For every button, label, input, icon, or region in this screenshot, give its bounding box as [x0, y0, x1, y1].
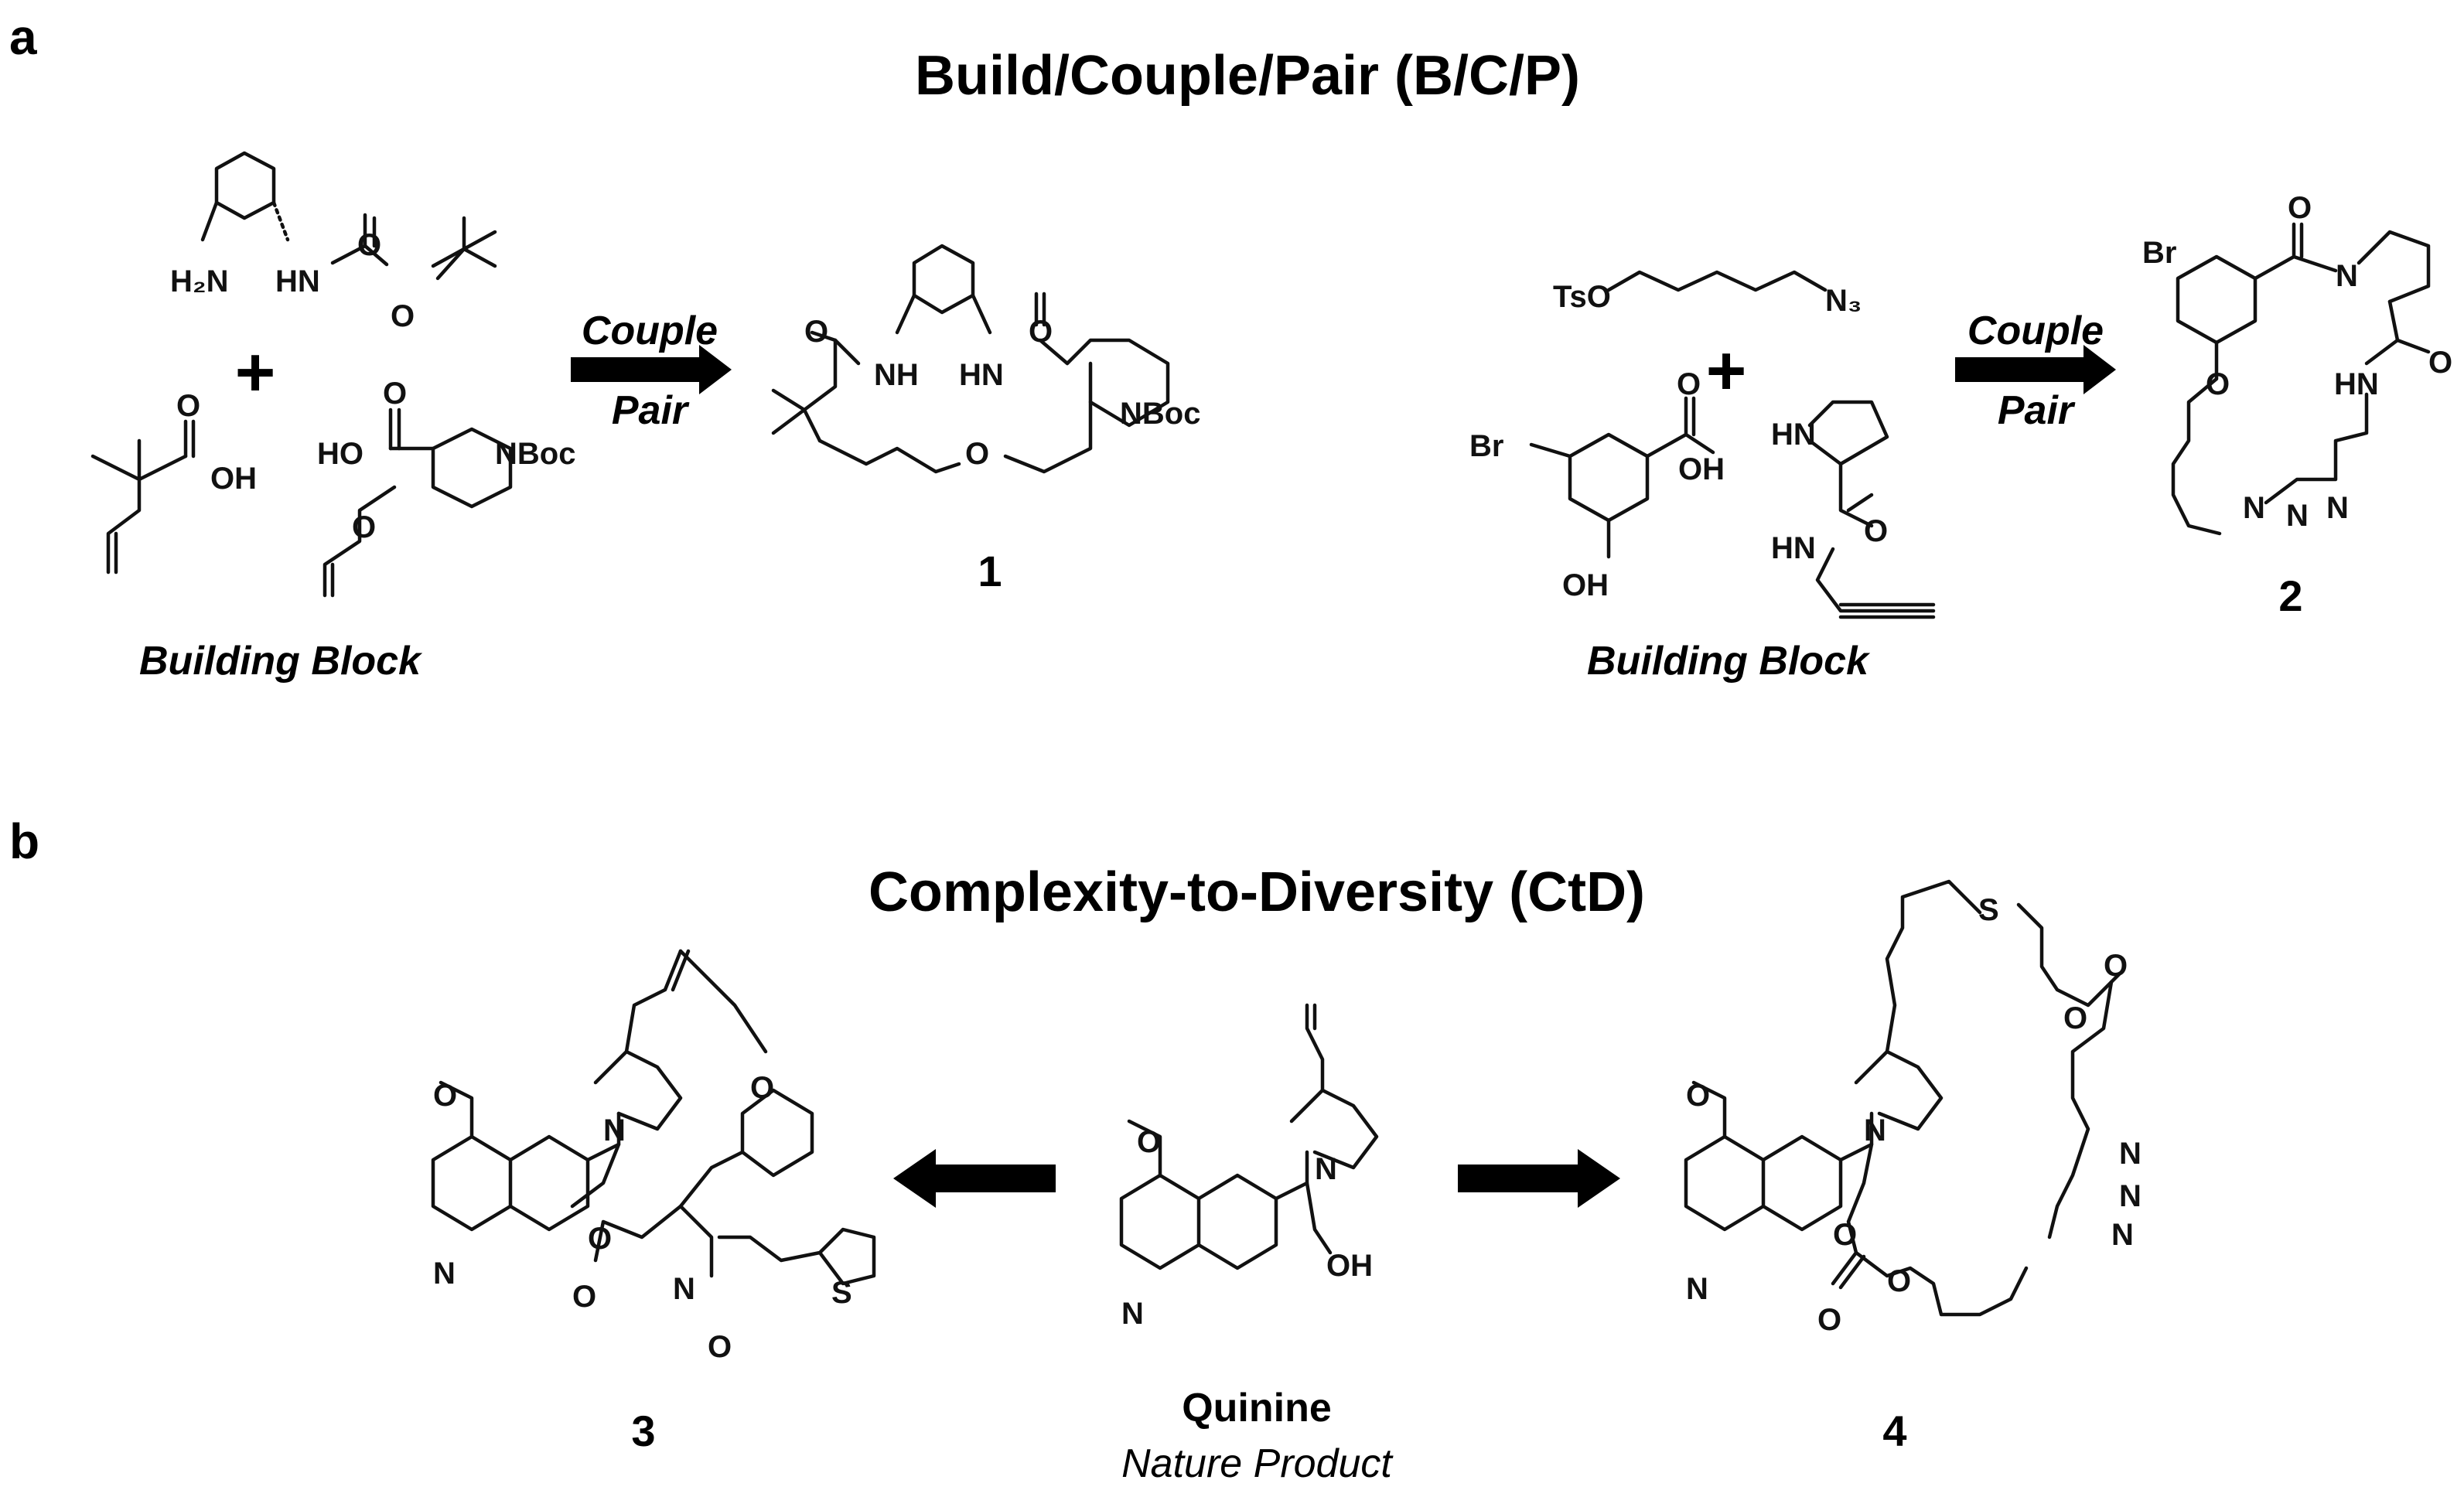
arrow-to-compound-4 [1458, 1149, 1620, 1208]
acid-oh-label: OH [210, 462, 257, 496]
product-1-ether-o: O [965, 437, 989, 471]
product-2-br: Br [2142, 236, 2176, 270]
amide-o-label: O [1864, 514, 1888, 548]
hn-label: HN [275, 264, 320, 298]
plus-sign-a-right: + [1706, 332, 1747, 410]
boc-cyclohexanediamine-structure: H₂N HN O O [170, 151, 497, 333]
cmpd3-quinoline-n: N [433, 1257, 456, 1291]
product-1-structure: O NH HN O NBoc O [771, 244, 1200, 474]
tso-label: TsO [1553, 280, 1611, 314]
cmpd4-sulfur: S [1978, 893, 1999, 927]
cmpd3-amide-n: N [673, 1272, 695, 1306]
quinine-methoxy-o: O [1137, 1125, 1161, 1159]
cmpd4-ester-o-lower: O [1833, 1218, 1857, 1252]
cmpd4-triazole-n3: N [2119, 1137, 2141, 1171]
product-1-o-right: O [1029, 315, 1053, 349]
amide-hn-label: HN [1771, 531, 1816, 565]
product-2-hn: HN [2334, 367, 2379, 401]
bromohydroxybenzoic-acid-structure: Br O OH OH [1469, 367, 1725, 602]
quinine-quinoline-n: N [1121, 1297, 1144, 1331]
cmpd4-furan-o: O [1887, 1264, 1911, 1298]
proline-hn-label: HN [1771, 418, 1816, 452]
compound-number-3: 3 [631, 1407, 655, 1455]
cmpd4-carbonyl-o-upper: O [2104, 949, 2128, 983]
acid-o-label: O [176, 389, 200, 423]
cmpd3-carbonyl-o: O [572, 1280, 596, 1314]
pip-nboc-label: NBoc [495, 437, 575, 471]
plus-sign-a-left: + [235, 334, 276, 411]
dimethylpentenoic-acid-structure: O OH [90, 389, 257, 575]
cmpd4-ester-o-upper: O [2063, 1001, 2087, 1035]
product-2-carbonyl-o: O [2288, 191, 2312, 225]
cmpd4-quinoline-n: N [1686, 1272, 1708, 1306]
cmpd3-quinuclidine-n: N [603, 1113, 626, 1147]
product-2-structure: Br O N O HN O N N N [2142, 191, 2452, 536]
compound-number-2: 2 [2278, 571, 2302, 620]
quinine-oh: OH [1326, 1249, 1373, 1283]
couple-label-right: Couple [1967, 309, 2104, 353]
panel-a-title: Build/Couple/Pair (B/C/P) [915, 45, 1580, 107]
pair-label-right: Pair [1998, 388, 2076, 433]
h2n-label: H₂N [170, 264, 229, 298]
ester-o-label: O [391, 299, 415, 333]
tosyl-azide-linker-structure: TsO N₃ [1553, 270, 1862, 318]
cmpd4-triazole-n2: N [2119, 1179, 2141, 1213]
product-2-amide-o: O [2428, 346, 2452, 380]
building-block-label-right: Building Block [1587, 639, 1871, 684]
phenol-oh-label: OH [1562, 568, 1609, 602]
compound-number-1: 1 [978, 547, 1002, 595]
compound-3-structure: O N N O O O N O S [431, 949, 876, 1364]
quinine-structure: O N N OH [1119, 1003, 1379, 1331]
product-2-triazole-n3: N [2326, 491, 2349, 525]
product-1-nh: NH [874, 358, 919, 392]
pip-acid-ho-label: HO [317, 437, 363, 471]
product-2-triazole-n1: N [2243, 491, 2265, 525]
benzoic-oh-label: OH [1678, 452, 1725, 486]
building-block-label-left: Building Block [139, 639, 423, 684]
compound-number-4: 4 [1882, 1407, 1906, 1455]
cmpd4-quinuclidine-n: N [1864, 1113, 1886, 1147]
natural-product-subtitle: Nature Product [1121, 1441, 1394, 1486]
carbonyl-o-label: O [357, 228, 381, 262]
product-2-triazole-n2: N [2286, 499, 2309, 533]
quinine-quinuclidine-n: N [1315, 1152, 1337, 1186]
cmpd3-methoxy-o: O [433, 1079, 457, 1113]
product-1-hn: HN [959, 358, 1004, 392]
allyl-ether-o-label: O [352, 510, 376, 544]
prolinamide-alkyne-structure: HN O HN [1771, 400, 1936, 619]
benzoic-o-label: O [1677, 367, 1701, 401]
panel-b-letter: b [9, 813, 39, 869]
cmpd4-methoxy-o: O [1686, 1079, 1710, 1113]
boc-piperidine-acid-structure: O HO NBoc O [317, 377, 575, 598]
product-1-o-left: O [804, 315, 828, 349]
reaction-arrow-a-right [1955, 345, 2116, 394]
natural-product-name: Quinine [1182, 1386, 1332, 1431]
panel-a-letter: a [9, 9, 37, 65]
cmpd4-triazole-n1: N [2111, 1218, 2134, 1252]
product-2-n: N [2336, 259, 2358, 293]
cmpd3-aryl-ether-o: O [750, 1071, 774, 1105]
cmpd4-carbonyl-o-lower: O [1817, 1303, 1841, 1337]
couple-label-left: Couple [582, 309, 718, 353]
arrow-to-compound-3 [893, 1149, 1056, 1208]
product-1-nboc: NBoc [1120, 397, 1200, 431]
reaction-arrow-a-left [571, 345, 732, 394]
cmpd3-thiophene-s: S [831, 1276, 852, 1310]
azide-label: N₃ [1825, 284, 1862, 318]
compound-4-structure: O N N S O O O O O N N N [1684, 879, 2141, 1337]
br-label: Br [1469, 429, 1503, 463]
pair-label-left: Pair [612, 388, 690, 433]
pip-acid-o-label: O [383, 377, 407, 411]
panel-b-title: Complexity-to-Diversity (CtD) [869, 861, 1645, 923]
product-2-ether-o: O [2206, 367, 2230, 401]
cmpd3-amide-o: O [708, 1330, 732, 1364]
cmpd3-ester-o: O [588, 1222, 612, 1256]
